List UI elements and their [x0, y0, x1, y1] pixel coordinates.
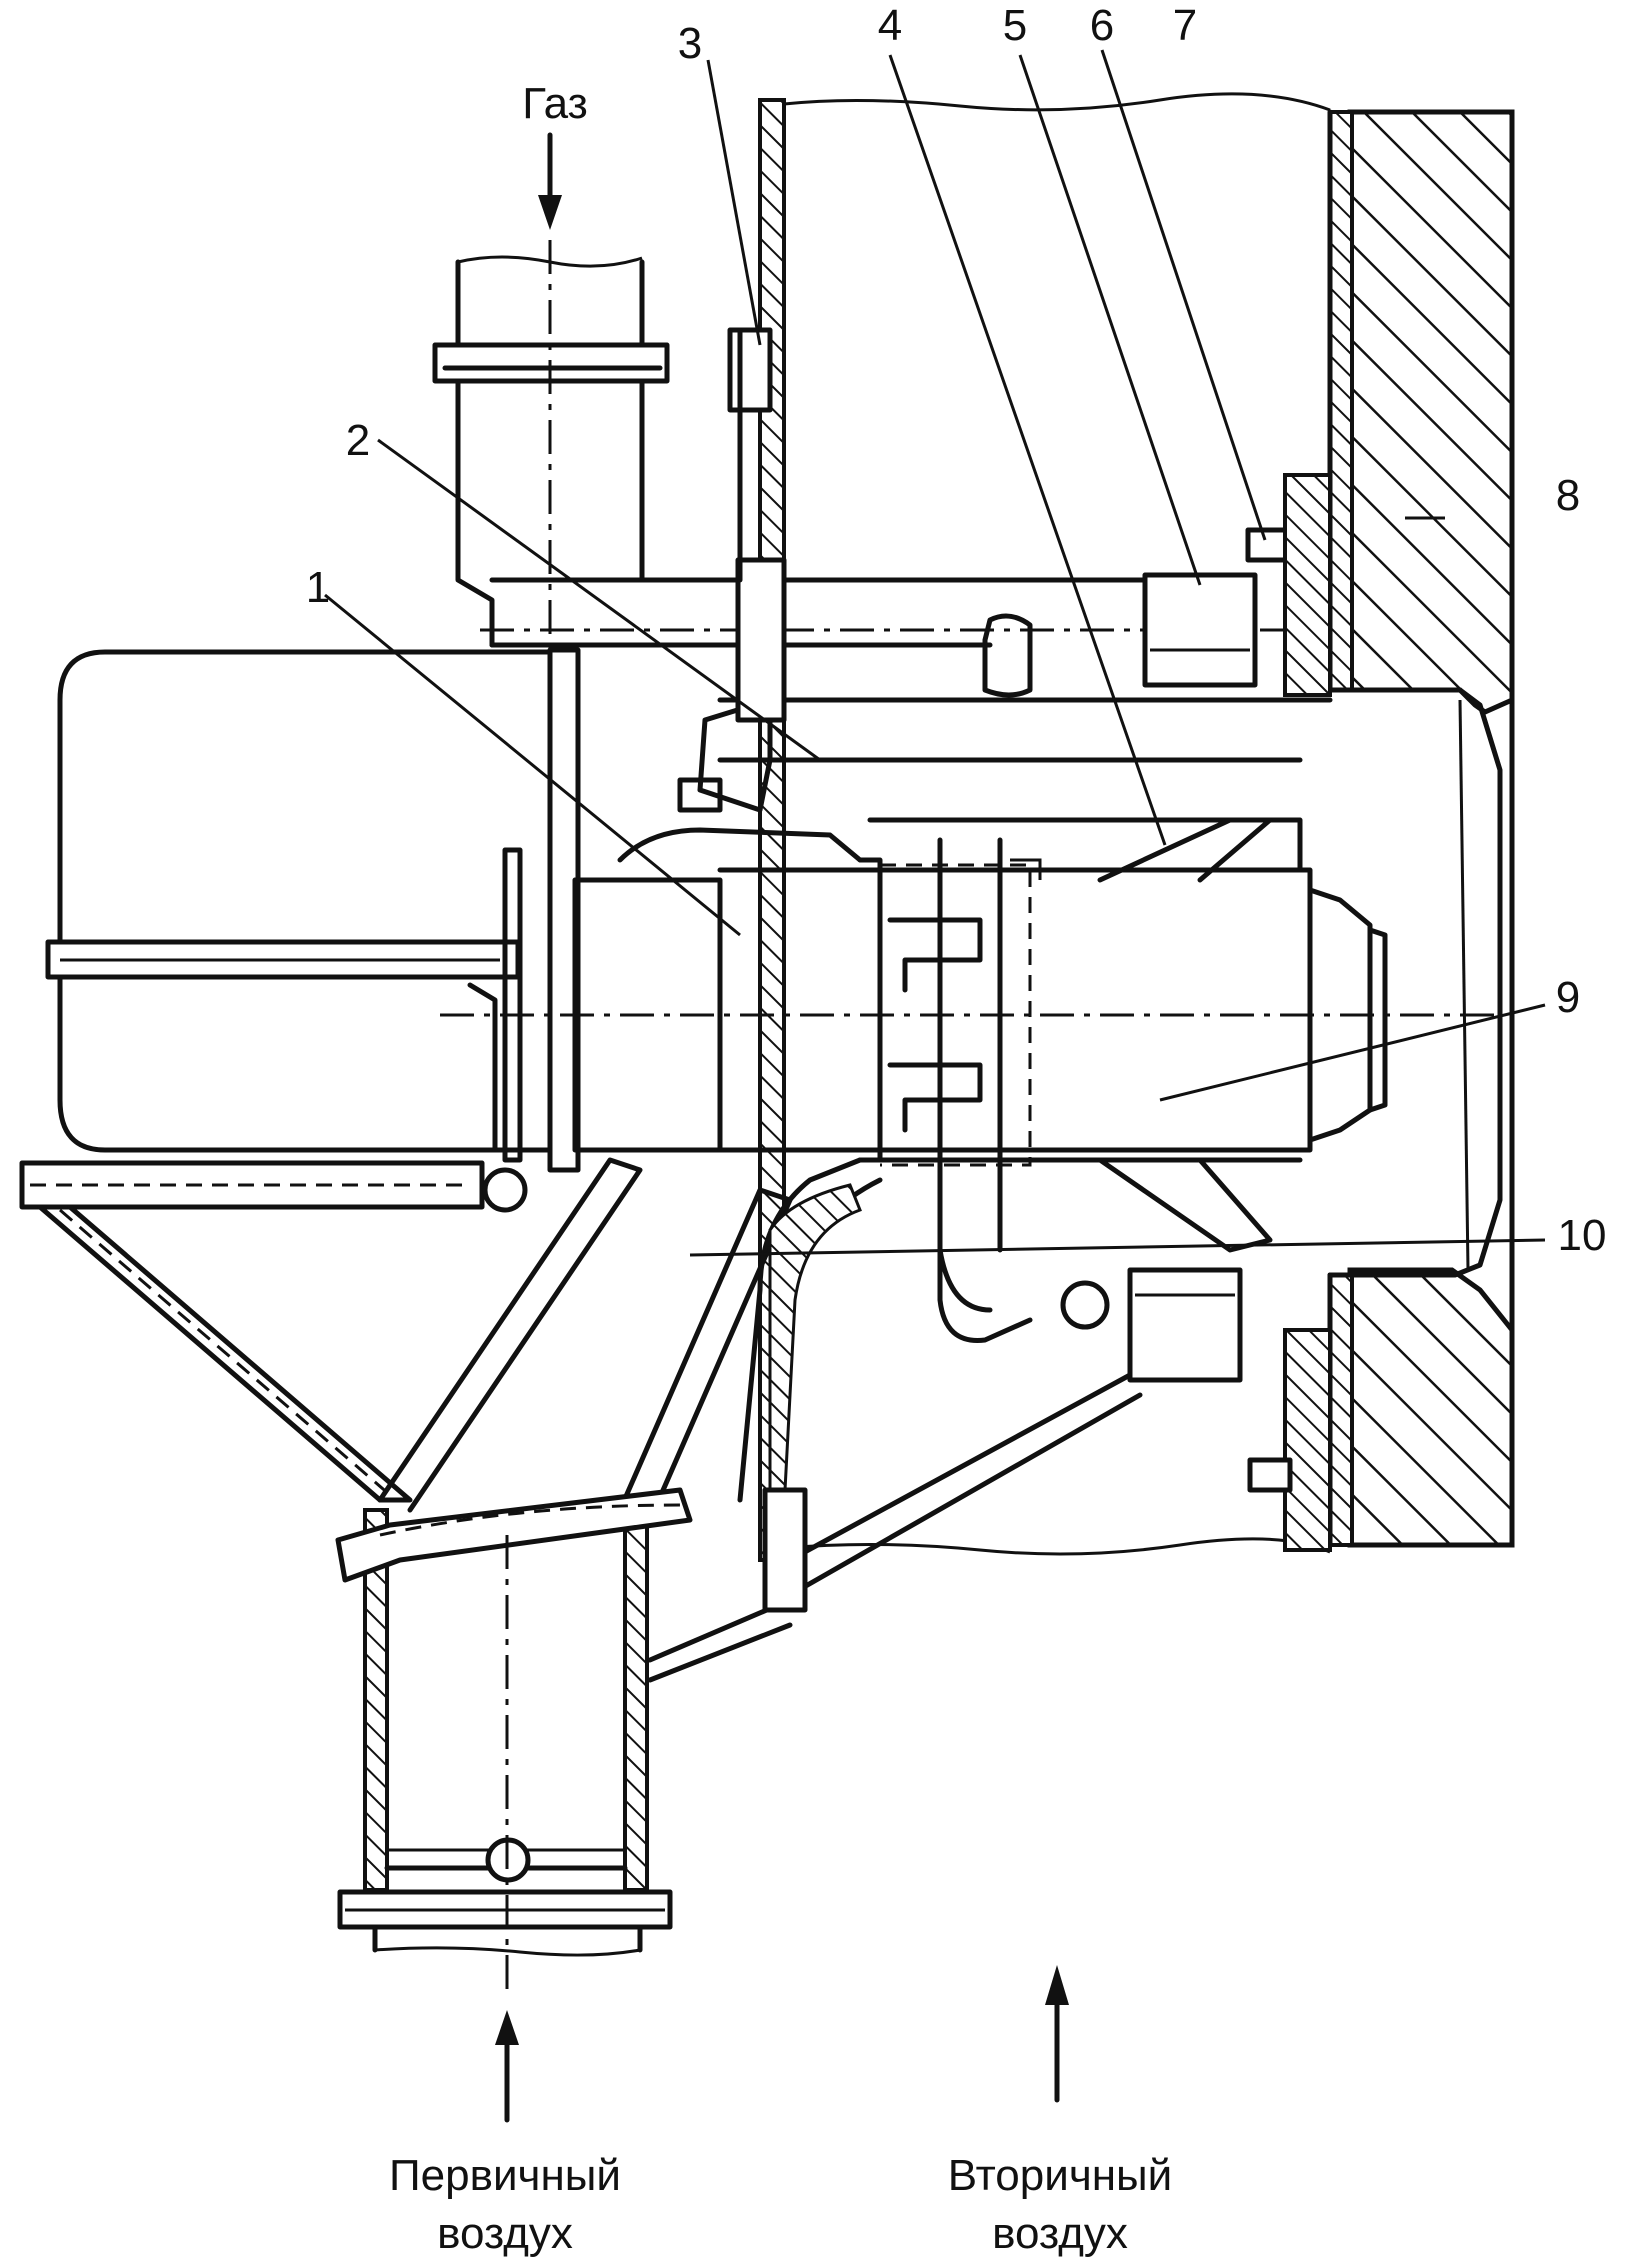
gas-arrow-icon — [538, 195, 562, 230]
flow-arrows — [495, 132, 1069, 2123]
callout-7: 7 — [1173, 1, 1197, 50]
secondary-air-label-line2: воздух — [992, 2209, 1128, 2258]
primary-air-duct — [335, 1157, 793, 1990]
primary-air-arrow-icon — [495, 2010, 519, 2045]
primary-air-label-line2: воздух — [437, 2209, 573, 2258]
callout-2: 2 — [346, 416, 370, 465]
callout-1: 1 — [306, 563, 330, 612]
text-labels: Газ Первичный воздух Вторичный воздух 1 … — [306, 1, 1607, 2258]
fan-motor — [45, 647, 581, 1173]
callout-5: 5 — [1003, 1, 1027, 50]
callout-3: 3 — [678, 19, 702, 68]
burner-body — [440, 327, 1500, 1613]
callout-9: 9 — [1556, 973, 1580, 1022]
gas-pipe — [432, 240, 1300, 688]
primary-air-label-line1: Первичный — [389, 2151, 621, 2200]
callout-8: 8 — [1556, 471, 1580, 520]
secondary-air-arrow-icon — [1045, 1965, 1069, 2005]
furnace-wall — [1327, 109, 1515, 1548]
callout-10: 10 — [1558, 1211, 1607, 1260]
air-box-casing — [758, 92, 1333, 1562]
callout-4: 4 — [878, 1, 902, 50]
callout-6: 6 — [1090, 1, 1114, 50]
leader-lines — [324, 49, 1546, 1257]
gas-label: Газ — [522, 79, 588, 128]
support-frame — [19, 1160, 528, 1503]
secondary-air-label-line1: Вторичный — [948, 2151, 1173, 2200]
